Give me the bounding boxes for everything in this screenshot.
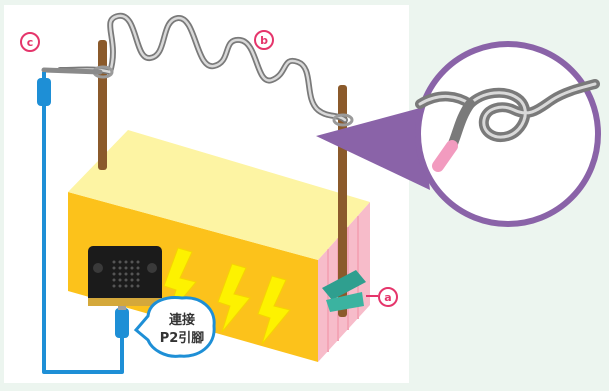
label-b-text: b xyxy=(260,34,268,47)
wavy-wire-highlight xyxy=(58,14,347,122)
magnifier-icon xyxy=(415,41,601,227)
wire-wrap-right xyxy=(332,113,354,127)
blue-cable xyxy=(42,72,124,374)
label-c: c xyxy=(20,32,40,52)
left-pole xyxy=(98,40,107,170)
callout-bubble: 連接 P2引腳 xyxy=(133,296,216,358)
microbit-board-icon xyxy=(88,246,162,306)
zoomed-pink-end xyxy=(432,140,458,172)
label-c-text: c xyxy=(27,36,34,49)
clip-top xyxy=(37,78,51,106)
box-front-face xyxy=(68,192,318,362)
box-top-face xyxy=(68,130,370,260)
label-a-text: a xyxy=(384,291,391,304)
clip-bottom xyxy=(115,308,129,338)
tape-icon xyxy=(322,270,366,312)
callout-line2: P2引腳 xyxy=(160,331,205,346)
wire-handle xyxy=(41,67,103,75)
callout-line1: 連接 xyxy=(169,312,195,328)
magnifier-pointer xyxy=(316,108,430,190)
label-a: a xyxy=(366,287,398,307)
label-b: b xyxy=(254,30,274,50)
